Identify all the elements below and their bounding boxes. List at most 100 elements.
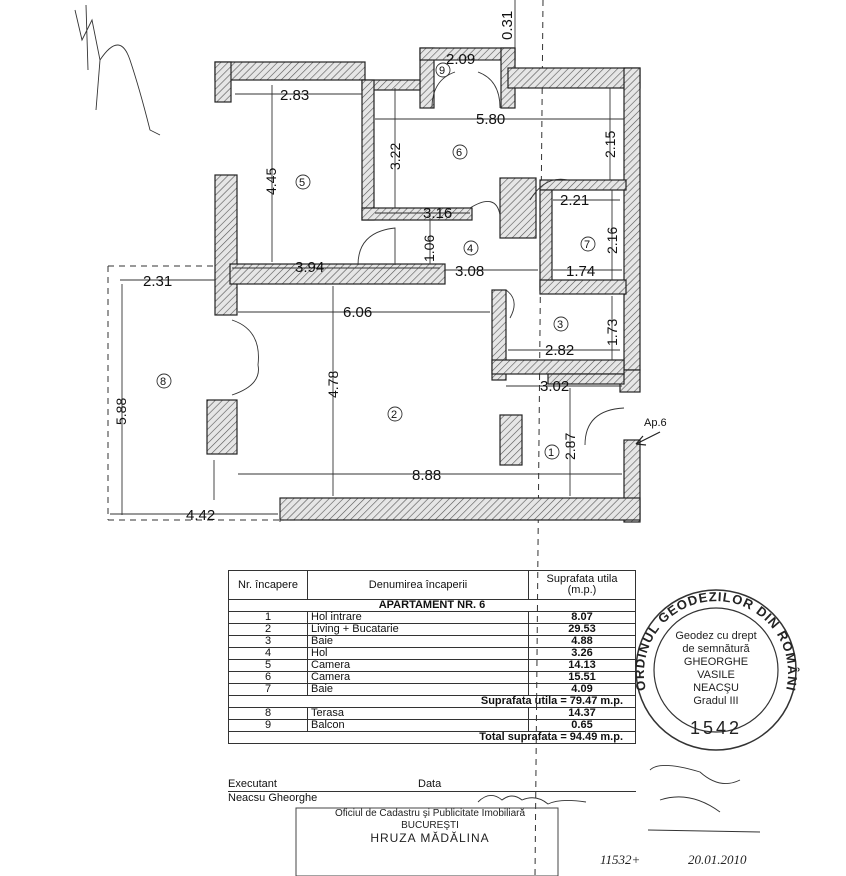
dim-2-16: 2.16 [604,227,620,254]
room-7-label: 7 [584,239,590,251]
row-nr: 1 [228,611,308,624]
executant-label: Executant [228,778,277,790]
handwritten-mark [74,4,161,136]
row-nr: 7 [228,683,308,696]
dim-3-16: 3.16 [423,205,452,222]
row-name: Hol intrare [307,611,529,624]
row-name: Terasa [307,707,529,720]
stamp-line-3: GHEORGHE [683,656,749,668]
grand-total: Total suprafata = 94.49 m.p. [228,731,636,744]
terrace-outline [107,265,300,522]
dim-2-09: 2.09 [446,51,475,68]
dim-4-45: 4.45 [263,168,279,195]
dim-5-88: 5.88 [113,398,129,425]
row-name: Camera [307,671,529,684]
executant-block: Executant Data Neacsu Gheorghe [228,778,636,805]
axis-line [534,0,544,876]
area-table: Nr. încapere Denumirea încaperii Suprafa… [228,570,636,744]
room-2-label: 2 [391,409,397,421]
stamp-line-5: NEACŞU [693,682,739,694]
dim-2-31: 2.31 [143,273,172,290]
dim-3-08: 3.08 [455,263,484,280]
executant-name: Neacsu Gheorghe [228,792,318,804]
dim-3-22: 3.22 [387,143,403,170]
row-nr: 5 [228,659,308,672]
row-name: Hol [307,647,529,660]
row-area: 14.37 [528,707,636,720]
dim-4-78: 4.78 [325,371,341,398]
dim-1-74: 1.74 [566,263,595,280]
dim-2-21: 2.21 [560,192,589,209]
row-nr: 6 [228,671,308,684]
stamp-line-6: Gradul III [693,695,739,707]
row-area: 29.53 [528,623,636,636]
row-name: Camera [307,659,529,672]
row-name: Living + Bucatarie [307,623,529,636]
row-area: 0.65 [528,719,636,732]
row-area: 4.88 [528,635,636,648]
dim-6-06: 6.06 [343,304,372,321]
room-3-label: 3 [557,319,563,331]
dimension-labels: 0.31 2.09 2.83 5.80 2.15 3.22 4.45 3.16 … [113,11,620,524]
handwritten-number: 11532+ [600,852,641,867]
walls [206,47,641,523]
row-nr: 4 [228,647,308,660]
surveyor-stamp: Geodez cu drept de semnătură GHEORGHE VA… [636,590,796,750]
dim-5-80: 5.80 [476,111,505,128]
registry-line-1: Oficiul de Cadastru şi Publicitate Imobi… [334,808,526,819]
row-name: Balcon [307,719,529,732]
row-area: 8.07 [528,611,636,624]
row-area: 14.13 [528,659,636,672]
row-area: 4.09 [528,683,636,696]
room-6-label: 6 [456,147,462,159]
stamp-line-2: de semnătură [682,643,750,655]
doors [213,71,625,500]
date-label: Data [418,778,442,790]
room-5-label: 5 [299,177,305,189]
header-room-name: Denumirea încaperii [307,570,529,600]
dim-2-15: 2.15 [602,131,618,158]
row-name: Baie [307,635,529,648]
row-area: 15.51 [528,671,636,684]
stamp-line-4: VASILE [697,669,735,681]
registry-line-2: BUCUREŞTI [401,820,459,831]
row-name: Baie [307,683,529,696]
dim-1-73: 1.73 [604,319,620,346]
registry-line-3: HRUZA MĂDĂLINA [370,831,490,845]
dim-1-06: 1.06 [421,235,437,262]
dim-3-02: 3.02 [540,378,569,395]
useful-area-total: Suprafata utila = 79.47 m.p. [228,695,636,708]
row-nr: 9 [228,719,308,732]
entry-label: Ap.6 [644,417,667,429]
handwritten-date: 20.01.2010 [688,852,747,867]
dim-4-42: 4.42 [186,507,215,524]
header-area: Suprafata utila (m.p.) [528,570,636,600]
stamp-number: 1542 [689,718,743,738]
dim-2-82: 2.82 [545,342,574,359]
dim-8-88: 8.88 [412,467,441,484]
dim-0-31: 0.31 [499,11,516,40]
room-8-label: 8 [160,376,166,388]
stamp-line-1: Geodez cu drept [675,630,757,642]
dimension-lines [110,0,661,515]
row-area: 3.26 [528,647,636,660]
row-nr: 3 [228,635,308,648]
dim-3-94: 3.94 [295,259,324,276]
room-4-label: 4 [467,243,473,255]
dim-2-83: 2.83 [280,87,309,104]
room-markers: 9 6 5 4 7 3 8 2 1 Ap.6 [156,62,667,460]
section-title: APARTAMENT NR. 6 [228,599,636,612]
room-1-label: 1 [548,447,554,459]
lower-stamp-frame [295,765,761,876]
registry-stamp: Oficiul de Cadastru şi Publicitate Imobi… [300,808,560,844]
row-nr: 2 [228,623,308,636]
